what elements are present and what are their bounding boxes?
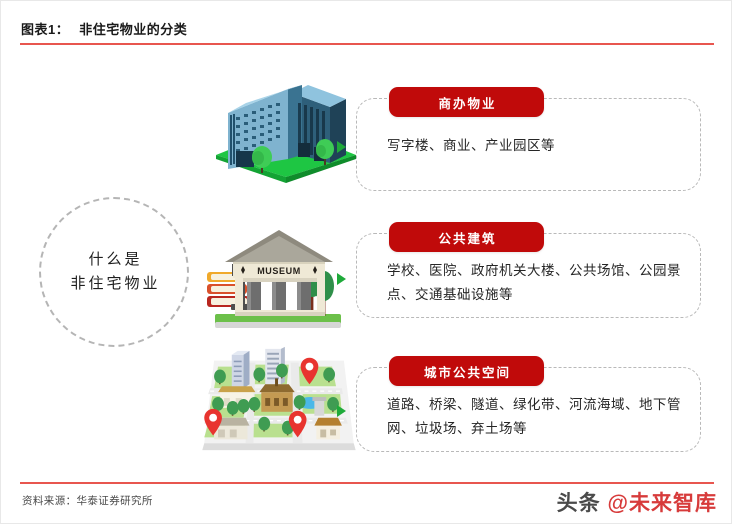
map-pin-icon: [288, 410, 307, 438]
watermark: 头条 @未来智库: [557, 487, 717, 517]
figure-label: 图表1：: [21, 22, 70, 37]
map-pin-icon: [204, 408, 222, 436]
footer-divider: [20, 482, 714, 484]
source-note: 资料来源：华泰证券研究所: [22, 495, 153, 507]
title-divider: [20, 43, 714, 45]
category-body-2: 学校、医院、政府机关大楼、公共场馆、公园景点、交通基础设施等: [387, 263, 681, 302]
concept-circle: 什么是 非住宅物业: [39, 197, 189, 347]
category-badge-2: 公共建筑: [389, 222, 544, 252]
connector-arrow-icon-2: [337, 273, 346, 285]
category-badge-1: 商办物业: [389, 87, 544, 117]
office-building-illustration: [206, 59, 366, 187]
category-body-3: 道路、桥梁、隧道、绿化带、河流海域、地下管网、垃圾场、弃土场等: [387, 397, 681, 436]
watermark-handle: @未来智库: [607, 492, 717, 515]
city-map-illustration: [193, 341, 356, 459]
concept-line-1: 什么是: [88, 251, 143, 268]
connector-arrow-icon-3: [337, 405, 346, 417]
connector-arrow-icon-1: [337, 141, 346, 153]
category-body-1: 写字楼、商业、产业园区等: [387, 138, 555, 153]
page-title: 图表1： 非住宅物业的分类: [21, 19, 187, 38]
concept-line-2: 非住宅物业: [70, 275, 161, 292]
figure-title-text: 非住宅物业的分类: [79, 22, 188, 37]
museum-building-illustration: MUSEUM: [199, 214, 359, 342]
category-badge-3: 城市公共空间: [389, 356, 544, 386]
map-pin-icon: [300, 357, 319, 385]
svg-text:MUSEUM: MUSEUM: [257, 266, 301, 276]
watermark-prefix: 头条: [556, 492, 608, 515]
